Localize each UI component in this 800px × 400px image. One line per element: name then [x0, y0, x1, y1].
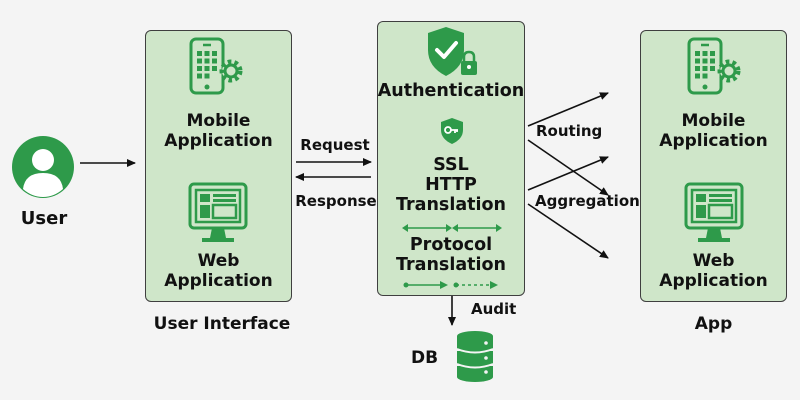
user-avatar-icon	[12, 136, 74, 198]
authentication-label: Authentication	[377, 81, 525, 101]
protocol-translation-label: Protocol Translation	[396, 235, 506, 276]
aggregation-label: Aggregation	[535, 192, 640, 210]
ssl-http-translation-label: SSL HTTP Translation	[396, 155, 506, 216]
app-caption: App	[694, 314, 733, 334]
user-interface-caption: User Interface	[153, 314, 291, 334]
forward-arrows-icon	[403, 281, 498, 289]
aggregation-arrow-down	[527, 203, 609, 259]
user-interface-panel	[145, 30, 292, 302]
audit-label: Audit	[471, 300, 517, 318]
app-web-label: Web Application	[659, 251, 768, 292]
db-label: DB	[411, 348, 439, 368]
bidirectional-arrows-icon	[402, 224, 502, 232]
aggregation-arrow-up	[527, 156, 609, 191]
routing-arrow-down	[527, 139, 609, 196]
web-monitor-icon	[684, 182, 744, 242]
ui-web-label: Web Application	[164, 251, 273, 292]
ui-mobile-label: Mobile Application	[164, 111, 273, 152]
shield-lock-icon	[428, 27, 477, 76]
app-mobile-label: Mobile Application	[659, 111, 768, 152]
mobile-gear-icon	[189, 37, 243, 95]
web-monitor-icon	[188, 182, 248, 242]
shield-key-icon	[441, 118, 463, 144]
database-icon	[456, 331, 494, 382]
user-label: User	[20, 208, 68, 229]
response-label: Response	[295, 192, 377, 210]
app-panel	[640, 30, 787, 302]
routing-label: Routing	[536, 122, 603, 140]
request-label: Request	[300, 136, 370, 154]
routing-arrow-up	[527, 92, 609, 127]
mobile-gear-icon	[687, 37, 741, 95]
